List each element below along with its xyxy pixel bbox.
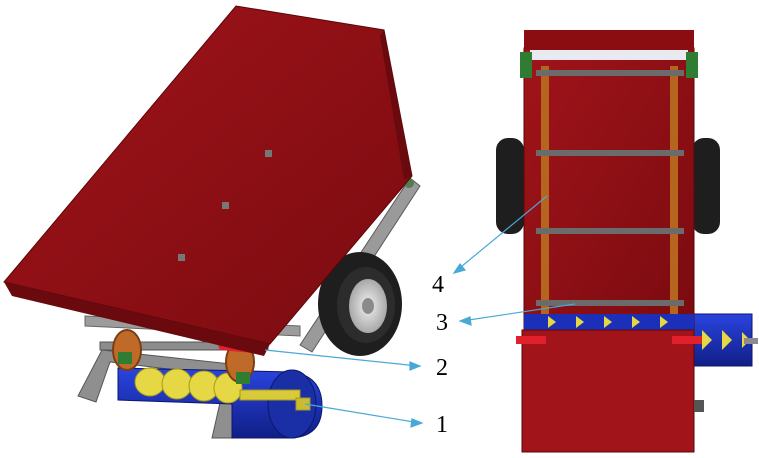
discharge-chute <box>521 329 695 453</box>
isometric-view <box>3 5 421 439</box>
hopper-top <box>523 47 695 331</box>
callout-4: 4 <box>432 272 444 298</box>
top-view <box>496 30 758 453</box>
wheel-right-right <box>692 138 720 234</box>
chain-right <box>670 66 678 330</box>
wheel-left-view <box>318 252 402 356</box>
floor-slats <box>536 70 684 306</box>
callout-2: 2 <box>436 355 448 381</box>
wheel-right-left <box>496 138 524 234</box>
callout-1: 1 <box>436 412 448 438</box>
callout-3: 3 <box>436 310 448 336</box>
hopper-left-view <box>3 5 413 356</box>
leader-lines <box>264 195 576 428</box>
